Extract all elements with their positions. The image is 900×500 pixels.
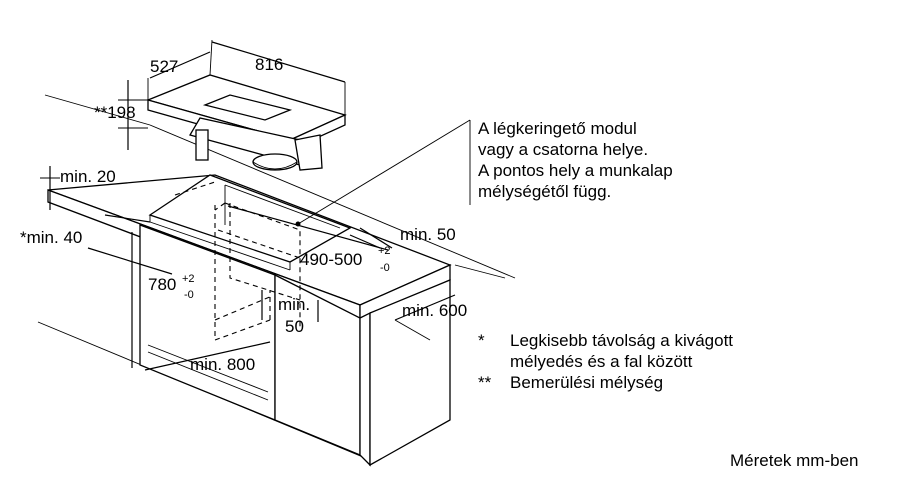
module-note-line: A pontos hely a munkalap [478, 161, 673, 180]
legend-mark: ** [478, 373, 492, 392]
module-note-line: A légkeringető modul [478, 119, 637, 138]
cooktop-vent-panel [202, 94, 293, 121]
dim-198: **198 [94, 103, 136, 122]
units-note: Méretek mm-ben [730, 451, 859, 470]
dim-height-plus: +2 [182, 273, 195, 285]
module-note: A légkeringető modul vagy a csatorna hel… [478, 118, 673, 202]
legend-mark [478, 351, 510, 372]
dim-min-600: min. 600 [402, 301, 467, 320]
dim-depth-minus: -0 [380, 262, 390, 274]
dim-min-40: *min. 40 [20, 228, 82, 247]
dim-min-800: min. 800 [190, 355, 255, 374]
wall-line-rear [149, 124, 516, 279]
legend-text: Bemerülési mélység [510, 373, 664, 392]
dim-527: 527 [150, 57, 178, 76]
base-cabinet [139, 224, 451, 467]
fan-unit [252, 153, 298, 171]
cooktop [145, 74, 347, 171]
dimension-lines [40, 39, 506, 371]
module-note-line: vagy a csatorna helye. [478, 140, 649, 159]
dim-height: 780 [148, 275, 176, 294]
legend-item: ** Bemerülési mélység [478, 372, 733, 393]
legend-mark: * [478, 331, 485, 350]
dim-depth-plus: +2 [378, 245, 391, 257]
hidden-outlines [174, 181, 301, 341]
dim-min-50-inner-line1: min. [278, 295, 310, 314]
dim-depth-base: 490-500 [300, 250, 362, 269]
module-note-line: mélységétől függ. [478, 182, 612, 201]
legend: * Legkisebb távolság a kivágott mélyedés… [478, 330, 733, 393]
dim-min-20: min. 20 [60, 167, 116, 186]
legend-text: mélyedés és a fal között [510, 352, 693, 371]
dim-depth: 490-500 [300, 250, 362, 269]
legend-item: mélyedés és a fal között [478, 351, 733, 372]
legend-item: * Legkisebb távolság a kivágott [478, 330, 733, 351]
dim-min-50-right: min. 50 [400, 225, 456, 244]
dim-height-minus: -0 [184, 289, 194, 301]
worktop-cutout [148, 174, 352, 263]
dim-min-50-inner-line2: 50 [285, 317, 304, 336]
wall-line-top [44, 94, 151, 126]
dim-816: 816 [255, 55, 283, 74]
legend-text: Legkisebb távolság a kivágott [510, 331, 734, 350]
